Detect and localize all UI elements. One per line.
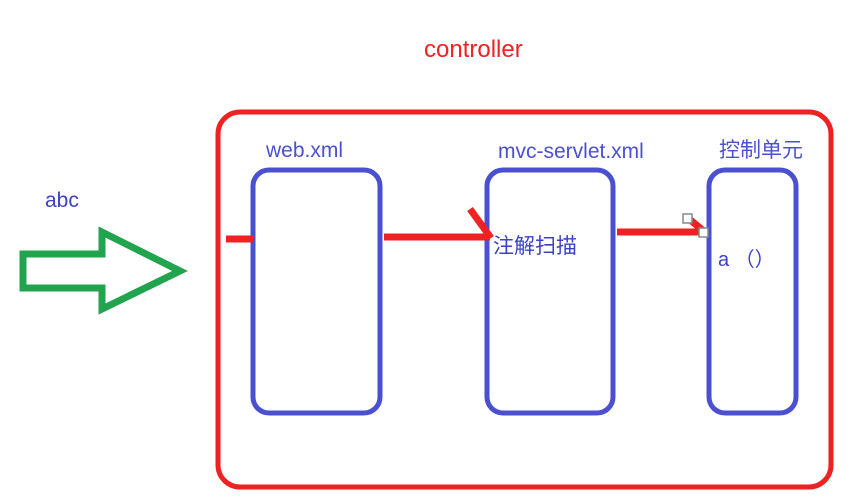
controller-container[interactable]: [215, 109, 834, 490]
mvc-servlet-xml-box[interactable]: [484, 167, 616, 416]
selection-handle[interactable]: [698, 227, 709, 238]
diagram-title: controller: [424, 36, 523, 63]
control-unit-box-text: a （）: [718, 249, 775, 271]
web-xml-box-label: web.xml: [266, 139, 344, 162]
control-unit-box-label: 控制单元: [719, 139, 803, 162]
selection-handle[interactable]: [682, 213, 693, 224]
mvc-servlet-xml-box-text: 注解扫描: [493, 235, 577, 258]
web-xml-box[interactable]: [250, 167, 383, 416]
mvc-servlet-xml-box-label: mvc-servlet.xml: [498, 140, 644, 163]
control-unit-box[interactable]: [706, 167, 799, 416]
green-block-arrow[interactable]: [19, 226, 188, 315]
external-input-label: abc: [45, 189, 79, 212]
web-to-mvc-arrow-head: [467, 206, 494, 241]
